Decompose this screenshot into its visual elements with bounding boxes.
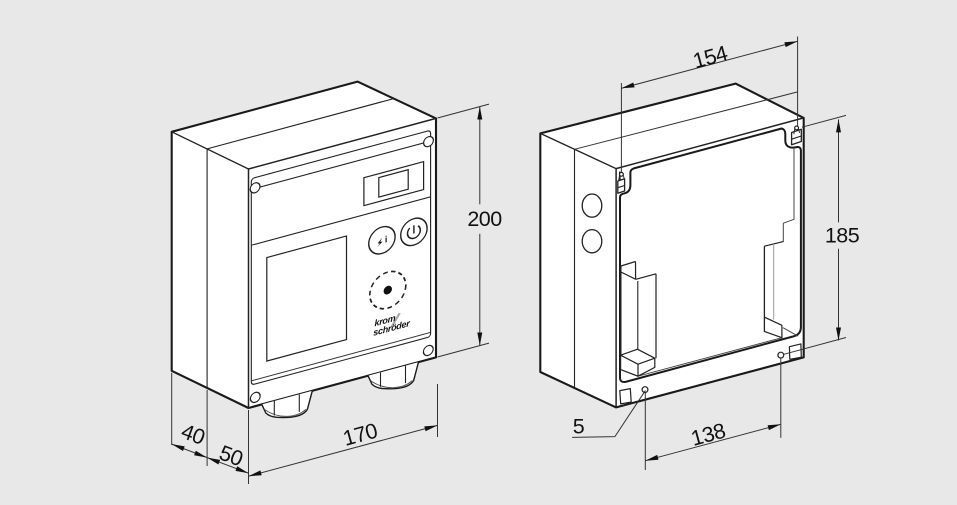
svg-text:5: 5 — [573, 415, 585, 439]
svg-text:185: 185 — [825, 223, 860, 247]
svg-text:i: i — [385, 234, 388, 244]
svg-text:200: 200 — [467, 207, 502, 231]
